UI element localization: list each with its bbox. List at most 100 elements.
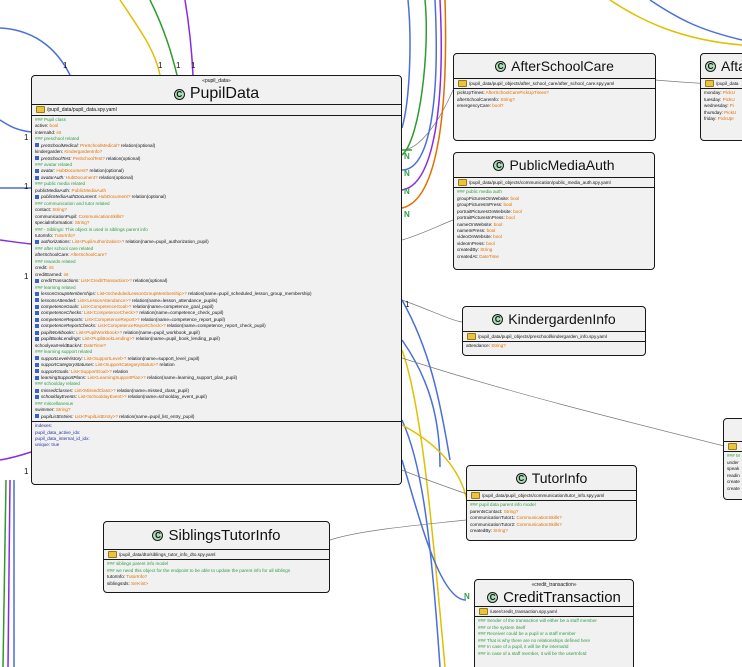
field-line: creditEarned: int (35, 271, 69, 277)
field-line: portraitPicturesInPress: bool (457, 215, 515, 221)
class-header: «pupil_data» C PupilData (32, 76, 401, 104)
relation-icon (35, 298, 39, 303)
folder-icon (108, 551, 117, 559)
comment-line: ### preschool related (35, 136, 80, 142)
class-header: C TutorInfo (467, 466, 636, 490)
class-header: C SiblingsTutorInfo (104, 522, 329, 549)
field-line: afterSchoolCare: AfterSchoolCare? (35, 252, 107, 258)
folder-icon (458, 80, 467, 88)
class-after-school-pickup-partial[interactable]: C Afta /pupil_data monday: PickUtuesday:… (700, 53, 742, 141)
comment-line: ### after school care related (35, 245, 94, 251)
comment-line: ### That is why there are no relationshi… (478, 637, 591, 643)
relation-icon (35, 414, 39, 419)
relation-field: authorizations: List<PupilAuthorization>… (35, 239, 398, 245)
relation-icon (35, 175, 39, 180)
relation-field: supportLevelHistory: List<SupportLevel>?… (35, 356, 398, 362)
field-line: emergencyCare: bool? (457, 103, 504, 109)
field-line: publicMediaAuth: PublicMediaAuth (35, 187, 106, 193)
comment-line: ### M (727, 453, 740, 459)
folder-icon (467, 333, 476, 341)
relation-field: learningSupportPlans: List<LearningSuppo… (35, 375, 398, 381)
comment-line: ### Receiver could be a pupil or a staff… (478, 631, 576, 637)
relation-field: lessonGroupMemberships: List<ScheduledLe… (35, 291, 398, 297)
comment-line: ### learning related (35, 284, 76, 290)
folder-icon (36, 106, 45, 113)
index-line: indexes: (35, 423, 53, 429)
relation-icon (35, 304, 39, 309)
field-line: create (727, 479, 740, 485)
relation-icon (35, 395, 39, 400)
comment-line: ### - Siblings: This object is used in s… (35, 226, 148, 232)
class-icon: C (705, 60, 716, 72)
comment-line: ### public media related (35, 181, 86, 187)
comment-line: ### miscellaneous (35, 400, 74, 406)
comment-line: ### In case of a pupil, it will be the i… (478, 644, 569, 650)
field-line: nameInPress: bool (457, 228, 496, 233)
file-path: /pupil_data (701, 78, 742, 88)
folder-icon (458, 179, 467, 187)
relation-icon (35, 388, 39, 393)
class-credit-transaction[interactable]: «credit_transaction» C CreditTransaction… (474, 579, 634, 667)
class-fields: ### siblings parent info model### we nee… (104, 559, 329, 588)
field-line: createdBy: String? (470, 528, 508, 534)
relation-field: preSchoolMedical: PreSchoolMedical? rela… (35, 143, 398, 149)
class-after-school-care[interactable]: C AfterSchoolCare /pupil_data/pupil_obje… (453, 53, 656, 141)
relation-icon (35, 324, 39, 329)
field-line: internalId: int (35, 129, 62, 135)
field-line: videoOnWebsite: bool (457, 234, 502, 240)
class-icon: C (492, 313, 504, 325)
relation-icon (35, 330, 39, 335)
index-line: unique: true (35, 442, 60, 448)
class-siblings-tutor-info[interactable]: C SiblingsTutorInfo /pupil_data/dto/sibl… (103, 521, 330, 593)
field-line: communicationTutor2: CommunicationSkills… (470, 521, 562, 527)
file-path: /pupil_data/pupil_objects/communication/… (467, 490, 636, 500)
class-name: Afta (721, 58, 742, 74)
multiplicity-label: N (404, 152, 410, 161)
field-line: portraitPicturesOnWebsite: bool (457, 208, 522, 214)
class-indexes: indexes:pupil_data_active_idx:pupil_data… (32, 421, 401, 450)
field-line: videoInPress: bool (457, 240, 495, 246)
class-fields: pickUpTimes: AfterSchoolCarePickUpTimes?… (454, 88, 655, 110)
comment-line: ### we need this object for the endpoint… (107, 567, 291, 573)
field-line: groupPicturesOnWebsite: bool (457, 195, 520, 201)
class-pupil-data[interactable]: «pupil_data» C PupilData /pupil_data/pup… (31, 75, 402, 485)
field-line: nameOnWebsite: bool (457, 221, 503, 227)
folder-icon (728, 443, 737, 451)
field-line: createdAt: DateTime (457, 253, 499, 259)
class-name: AfterSchoolCare (511, 58, 614, 74)
relation-icon (35, 143, 39, 148)
relation-field: avatarAuth: HubDocument? relation(option… (35, 175, 398, 181)
relation-field: schooldayEvents: List<SchooldayEvent>? r… (35, 394, 398, 400)
relation-field: pupilListEntries: List<PupilListEntry>? … (35, 414, 398, 420)
class-header: C KindergardenInfo (463, 307, 645, 331)
field-line: pickUpTimes: AfterSchoolCarePickUpTimes? (457, 90, 549, 96)
relation-icon (35, 278, 39, 283)
class-name: CreditTransaction (503, 588, 621, 606)
relation-field: missedClasses: List<MissedClass>? relati… (35, 388, 398, 394)
class-header: C Afta (701, 54, 742, 78)
relation-icon (35, 156, 39, 161)
stereotype: «credit_transaction» (531, 582, 577, 588)
class-icon: C (515, 472, 527, 484)
relation-field: pupilWorkbooks: List<PupilWorkbook>? rel… (35, 330, 398, 336)
comment-line: ### public media auth (457, 189, 502, 195)
relation-field: avatar: HubDocument? relation(optional) (35, 168, 398, 174)
class-tutor-info[interactable]: C TutorInfo /pupil_data/pupil_objects/co… (466, 465, 637, 541)
field-line: groupPicturesInPress: bool (457, 202, 513, 208)
field-line: wednesday: Pi (704, 103, 734, 109)
relation-icon (35, 311, 39, 316)
multiplicity-label: 1 (24, 133, 29, 142)
field-line: credit: int (35, 265, 54, 271)
relation-field: supportGoals: List<SupportGoal>? relatio… (35, 369, 398, 375)
multiplicity-label: N (404, 187, 410, 196)
comment-line: ### learning support related (35, 349, 93, 355)
relation-icon (35, 169, 39, 174)
relation-field: competenceReports: List<CompetenceReport… (35, 317, 398, 323)
field-line: createdBy: String (457, 247, 493, 253)
field-line: friday: PickUpI (704, 116, 734, 122)
class-kindergarden-info[interactable]: C KindergardenInfo /pupil_data/pupil_obj… (462, 306, 646, 356)
relation-icon (35, 317, 39, 322)
class-public-media-auth[interactable]: C PublicMediaAuth /pupil_data/pupil_obje… (453, 152, 655, 270)
